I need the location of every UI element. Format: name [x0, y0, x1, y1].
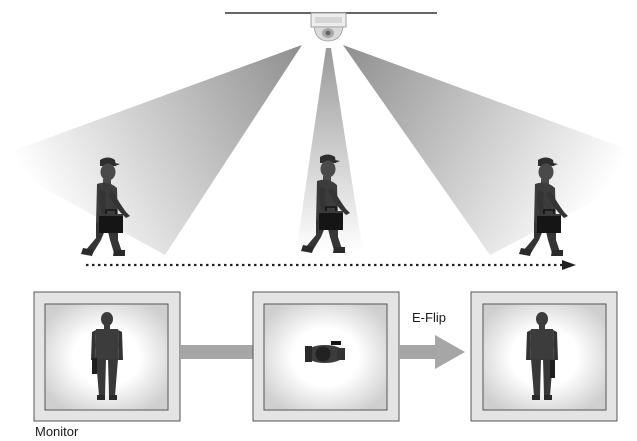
- monitor-frame-1: [33, 291, 181, 422]
- top-view-person-from-above: [305, 341, 345, 363]
- ceiling-dome-camera-icon: [310, 12, 347, 42]
- briefcase-icon: [550, 360, 555, 378]
- monitor-label: Monitor: [35, 424, 79, 439]
- walking-path-dotted-arrow: [86, 260, 576, 270]
- camera-beam-left: [10, 45, 302, 255]
- front-view-person-flipped: [526, 312, 558, 400]
- briefcase-icon: [331, 341, 341, 345]
- camera-beam-center: [296, 48, 363, 252]
- briefcase-icon: [92, 358, 97, 374]
- monitor-frame-2: [252, 291, 400, 422]
- right-arrow-1: [180, 345, 254, 359]
- e-flip-arrow: [399, 335, 465, 369]
- front-view-person-upright: [91, 312, 123, 400]
- monitor-frame-3: [470, 291, 618, 422]
- camera-beam-right: [343, 45, 630, 255]
- e-flip-label: E-Flip: [412, 310, 446, 325]
